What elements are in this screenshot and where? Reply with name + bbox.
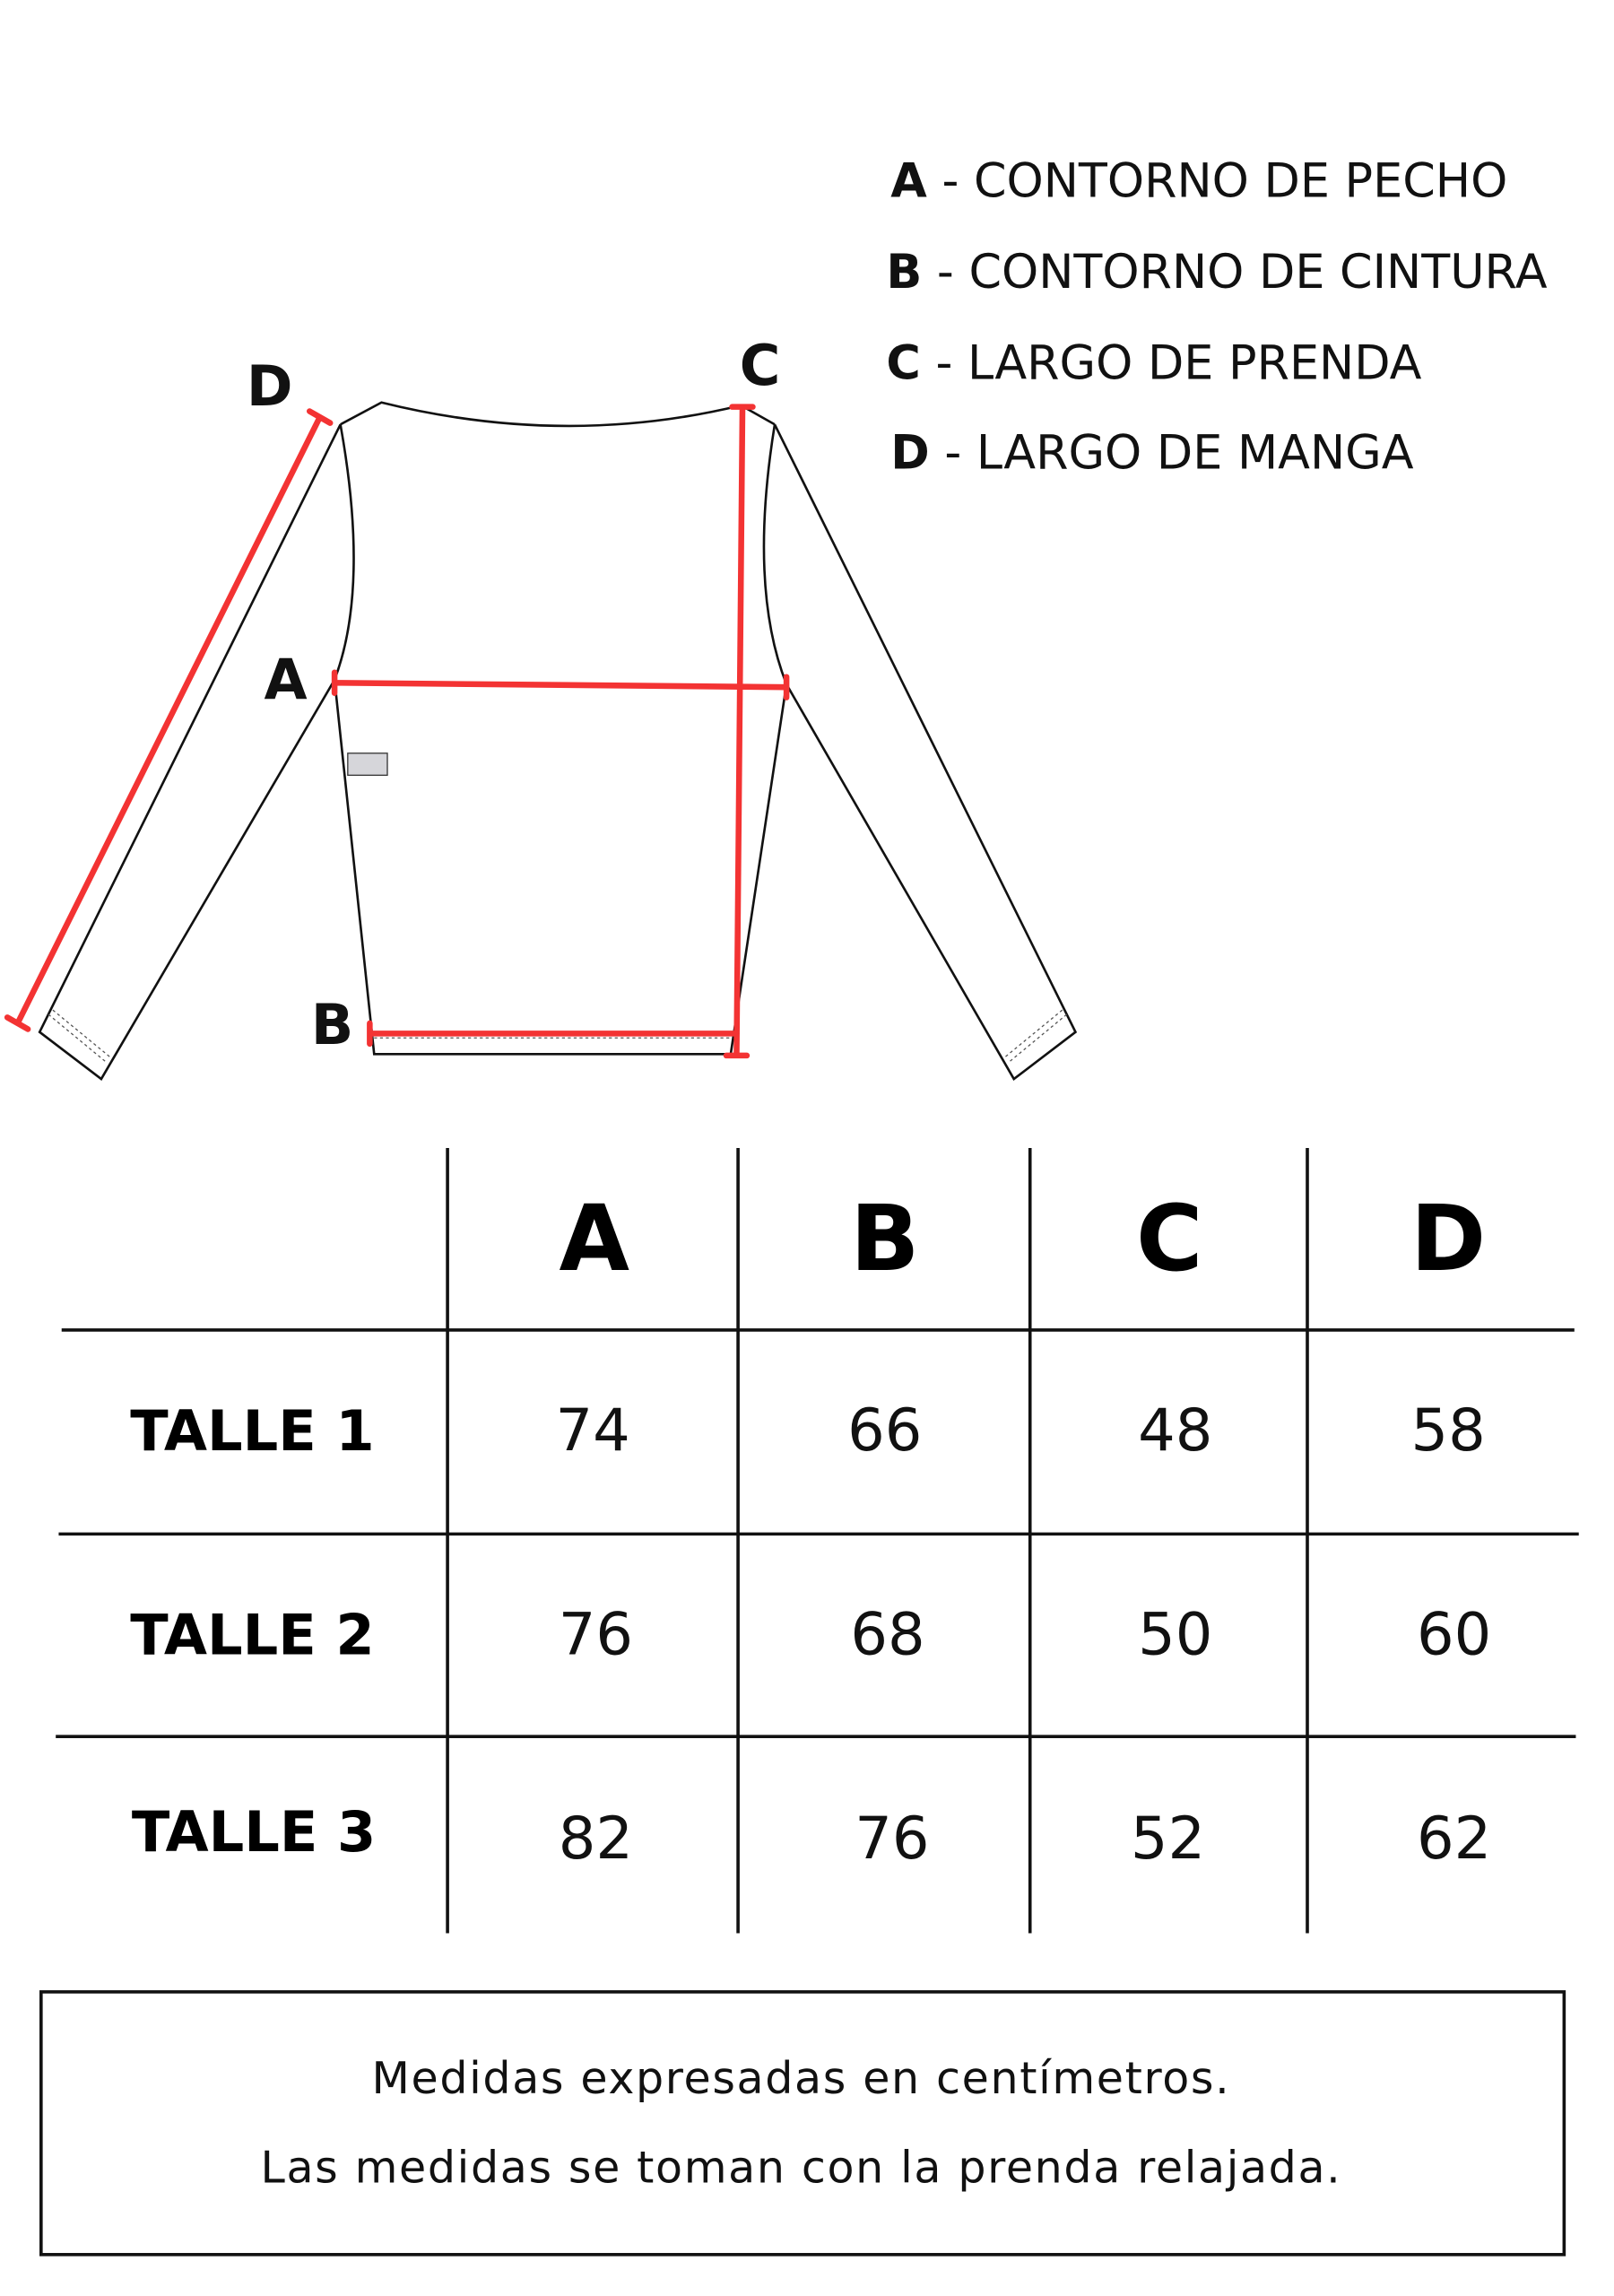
measure-c xyxy=(723,404,756,1059)
cell-value: 58 xyxy=(1410,1396,1485,1465)
cell-value: 60 xyxy=(1417,1601,1491,1669)
right-sleeve xyxy=(773,423,1078,1082)
cell-value: 66 xyxy=(847,1396,922,1465)
legend-item-c: C - LARGO DE PRENDA xyxy=(886,336,1421,391)
note-line-1: Medidas expresadas en centímetros. xyxy=(372,2052,1231,2104)
table-row: TALLE 3 82 76 52 62 xyxy=(132,1799,1491,1873)
cell-value: 74 xyxy=(555,1396,629,1465)
mark-b: B xyxy=(311,992,353,1057)
measurement-lines: D C A B xyxy=(4,333,790,1059)
mark-c: C xyxy=(740,333,781,398)
cell-value: 52 xyxy=(1131,1805,1205,1873)
legend: A - CONTORNO DE PECHO B - CONTORNO DE CI… xyxy=(886,154,1547,481)
cell-value: 76 xyxy=(855,1805,929,1873)
legend-item-d: D - LARGO DE MANGA xyxy=(890,425,1413,480)
legend-item-b: B - CONTORNO DE CINTURA xyxy=(886,245,1547,300)
row-label: TALLE 1 xyxy=(130,1398,374,1464)
cell-value: 76 xyxy=(559,1601,633,1669)
table-row: TALLE 2 76 68 50 60 xyxy=(130,1601,1491,1669)
garment-illustration xyxy=(38,401,1078,1082)
note-line-2: Las medidas se toman con la prenda relaj… xyxy=(260,2142,1341,2194)
left-sleeve xyxy=(38,423,342,1082)
size-table: A B C D TALLE 1 74 66 48 58 TALLE 2 76 6… xyxy=(56,1148,1579,1934)
column-header-c: C xyxy=(1136,1186,1202,1292)
cell-value: 62 xyxy=(1417,1805,1491,1873)
right-cuff-stitch xyxy=(1004,1009,1068,1064)
column-header-a: A xyxy=(559,1186,629,1292)
cell-value: 82 xyxy=(559,1805,633,1873)
mark-d: D xyxy=(247,353,293,419)
column-header-b: B xyxy=(850,1186,919,1292)
mark-a: A xyxy=(265,647,308,712)
cell-value: 68 xyxy=(850,1601,924,1669)
note-box: Medidas expresadas en centímetros. Las m… xyxy=(39,1990,1566,2257)
note-border xyxy=(39,1990,1566,2257)
cell-value: 48 xyxy=(1138,1396,1212,1465)
body-left-side xyxy=(333,424,788,1056)
label-tag xyxy=(347,752,388,777)
row-label: TALLE 2 xyxy=(130,1603,374,1668)
row-label: TALLE 3 xyxy=(132,1799,376,1865)
legend-item-a: A - CONTORNO DE PECHO xyxy=(890,154,1507,209)
table-row: TALLE 1 74 66 48 58 xyxy=(130,1396,1485,1465)
neckline xyxy=(340,401,776,428)
measure-b xyxy=(367,1020,740,1048)
measure-d xyxy=(4,408,334,1032)
measure-a xyxy=(331,669,790,700)
left-cuff-stitch xyxy=(48,1009,111,1064)
column-header-d: D xyxy=(1410,1186,1486,1292)
cell-value: 50 xyxy=(1138,1601,1212,1669)
